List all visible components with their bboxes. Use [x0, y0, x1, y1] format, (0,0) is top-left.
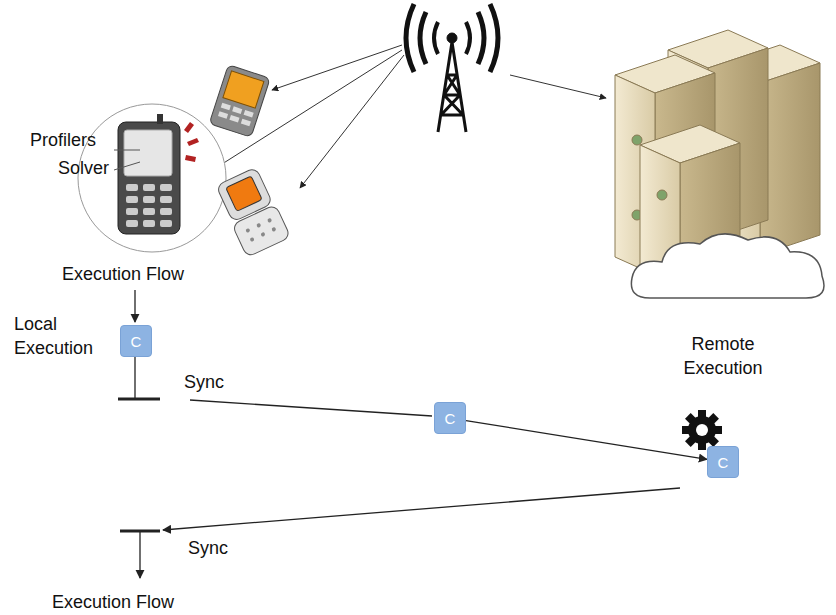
- flow-label: Solver: [58, 156, 109, 180]
- mobile-device: [209, 65, 270, 138]
- node-text: C: [445, 411, 456, 426]
- flow-label: Local Execution: [14, 312, 110, 361]
- flow-label: Profilers: [30, 128, 96, 152]
- flow-label: Execution Flow: [52, 590, 174, 614]
- execution-flow: [118, 290, 680, 578]
- flow-label: Remote Execution: [668, 332, 778, 381]
- sync-arrow: [466, 421, 707, 460]
- code-block: C: [120, 325, 152, 357]
- code-block: C: [434, 402, 466, 434]
- cell-tower: [406, 4, 498, 132]
- mobile-device: [214, 166, 290, 257]
- signal-arrows: [200, 45, 606, 188]
- code-block: C: [707, 446, 739, 478]
- flow-label: Execution Flow: [62, 262, 184, 286]
- node-text: C: [718, 455, 729, 470]
- flow-label: Sync: [184, 370, 224, 394]
- gear-icon: [682, 410, 722, 450]
- flow-label: Sync: [188, 536, 228, 560]
- node-text: C: [131, 334, 142, 349]
- server-cloud: [615, 30, 824, 298]
